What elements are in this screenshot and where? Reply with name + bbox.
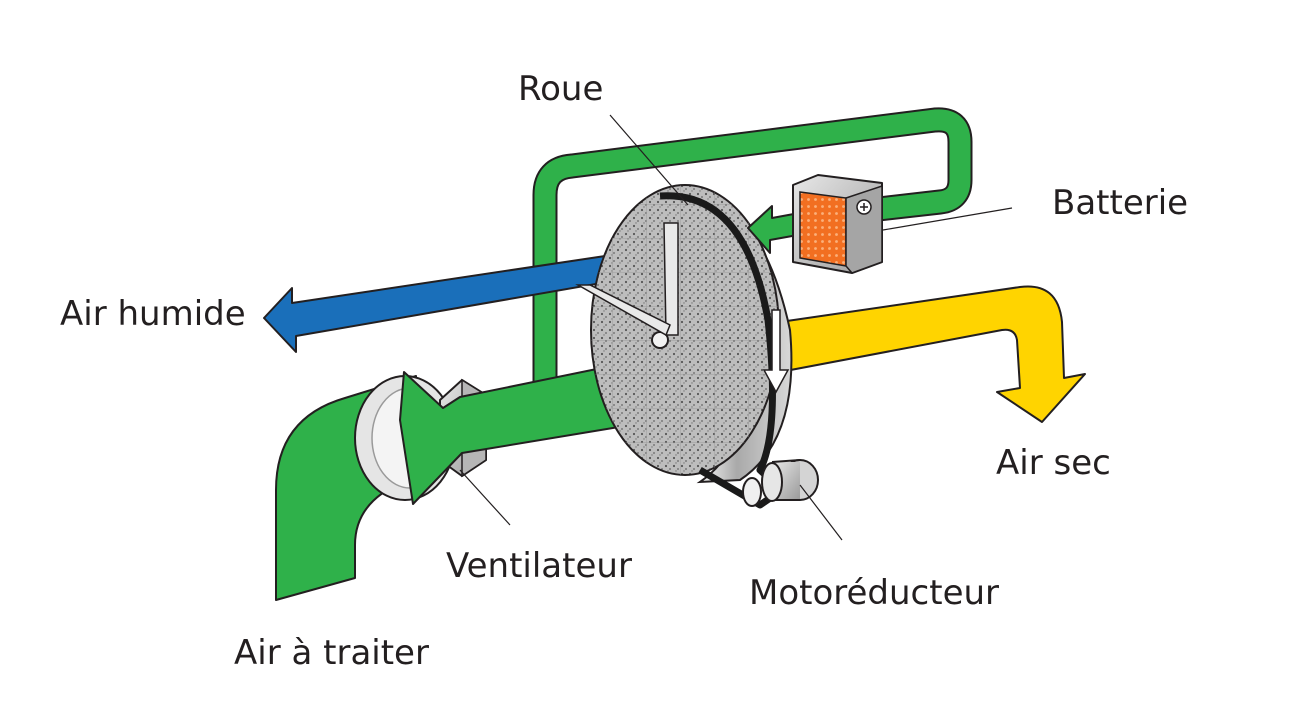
desiccant-wheel <box>575 184 793 509</box>
dry-air-arrow <box>779 285 1086 423</box>
label-batterie: Batterie <box>1052 183 1188 223</box>
leader-lines <box>459 114 1013 541</box>
label-motoreducteur: Motoréducteur <box>749 573 999 613</box>
label-air-a-traiter: Air à traiter <box>234 633 429 673</box>
heater-battery <box>792 174 883 274</box>
label-roue: Roue <box>518 69 603 109</box>
label-air-humide: Air humide <box>60 294 246 334</box>
drive-belt <box>659 192 786 509</box>
label-air-sec: Air sec <box>996 443 1111 483</box>
gear-motor <box>742 459 819 507</box>
label-ventilateur: Ventilateur <box>446 546 632 586</box>
